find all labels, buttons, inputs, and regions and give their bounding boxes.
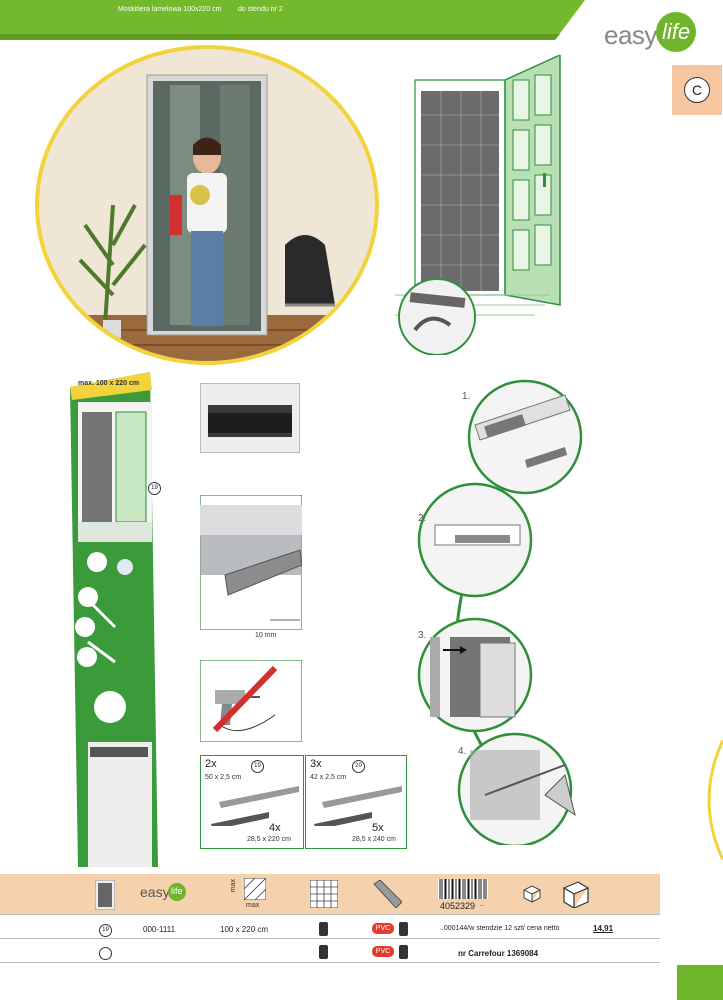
parts-1-qty2: 4x	[269, 822, 281, 834]
product-photo	[35, 45, 379, 365]
logo-word-life: life	[662, 19, 691, 44]
step-4-number: 4.	[458, 746, 467, 757]
barcode-number: 4052329	[440, 901, 476, 911]
row-2-ref	[99, 947, 112, 960]
table-max-width-label: max	[246, 902, 260, 909]
logo-word-easy: easy	[604, 20, 657, 50]
row-2-bin-icon	[319, 945, 328, 959]
product-table: easy life max max 4052329 .. 19 000-1111…	[0, 874, 723, 963]
edge-swoosh	[707, 740, 723, 860]
row-1-ref: 19	[99, 924, 112, 937]
step-2-number: 2.	[418, 513, 427, 524]
header-banner	[0, 0, 585, 40]
parts-2-ref: 20	[352, 760, 365, 773]
parts-1-qty: 2x	[205, 758, 217, 770]
parts-box-1: 2x 19 50 x 2,5 cm 4x 28,5 x 220 cm	[200, 755, 304, 849]
header-stand: do stendu nr 2	[238, 6, 283, 13]
table-brand-disc	[168, 883, 186, 901]
package-box	[70, 372, 158, 867]
header-title: Moskitiera lamelowa 100x220 cm	[118, 6, 222, 13]
units-icon	[522, 885, 542, 903]
parts-2-size2: 28,5 x 240 cm	[352, 836, 396, 843]
parts-2-qty2: 5x	[372, 822, 384, 834]
detail-dimension: 10 mm	[255, 632, 277, 639]
barcode-suffix: ..	[480, 901, 484, 908]
table-brand-life: life	[171, 886, 183, 896]
row-1-pvc-badge: PVC	[372, 923, 394, 934]
row-2-bin-icon-2	[399, 945, 408, 959]
step-3-number: 3.	[418, 630, 427, 641]
parts-2-size: 42 x 2,5 cm	[310, 774, 347, 781]
section-letter: C	[684, 77, 710, 103]
barcode-icon	[438, 879, 488, 899]
section-badge: C	[672, 65, 722, 115]
parts-1-size2: 28,5 x 220 cm	[247, 836, 291, 843]
parts-1-ref: 19	[251, 760, 264, 773]
package-ref-badge: 19	[148, 482, 161, 495]
profile-strip-icon	[373, 880, 402, 908]
detail-closeup-2	[200, 495, 302, 630]
row-1-info: ..000144/w stendzie 12 szt/ cena netto	[440, 925, 560, 932]
row-2-pvc-badge: PVC	[372, 946, 394, 957]
corner-accent	[677, 965, 723, 1000]
row-2-info: nr Carrefour 1369084	[458, 949, 539, 958]
installation-steps	[417, 379, 583, 845]
table-brand-easy: easy	[140, 884, 170, 900]
logo-disc	[656, 12, 696, 52]
parts-box-2: 3x 20 42 x 2,5 cm 5x 28,5 x 240 cm	[305, 755, 407, 849]
package-size-label: max. 100 x 220 cm	[78, 380, 140, 387]
row-1-code: 000-1111	[143, 925, 176, 934]
door-thumb-icon	[95, 880, 115, 910]
easylife-logo: easy life	[604, 12, 714, 52]
door-illustration	[395, 55, 561, 355]
row-1-price: 14,91	[593, 924, 614, 933]
table-max-height-label: max	[230, 879, 237, 893]
detail-closeup-1	[200, 383, 300, 453]
parts-1-size: 50 x 2,5 cm	[205, 774, 242, 781]
row-1-size: 100 x 220 cm	[220, 925, 269, 934]
row-1-bin-icon	[319, 922, 328, 936]
parts-2-strips	[314, 786, 402, 826]
carton-icon	[562, 881, 590, 908]
no-drill-box	[200, 660, 302, 742]
parts-2-qty: 3x	[310, 758, 322, 770]
mesh-icon	[310, 880, 338, 908]
step-1-number: 1.	[462, 391, 471, 402]
row-1-bin-icon-2	[399, 922, 408, 936]
dimension-icon	[244, 878, 266, 900]
parts-1-strips	[211, 786, 299, 826]
